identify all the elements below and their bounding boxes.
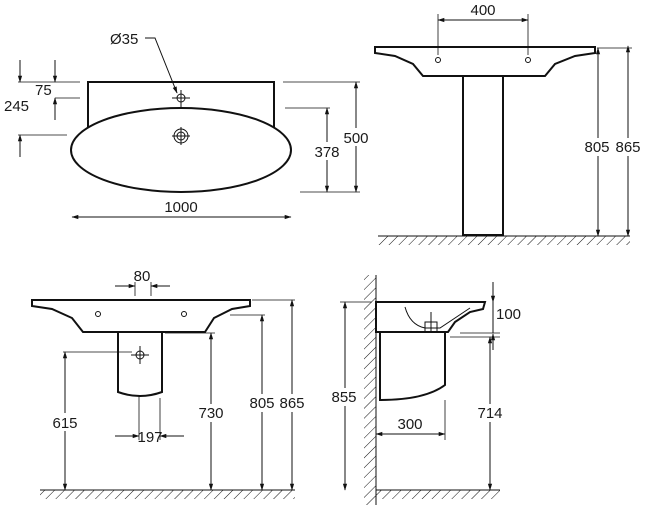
top-view: Ø35 75 245 1000 378 500 [4, 31, 371, 220]
front-semi-pedestal-view: 80 615 197 730 805 865 [31, 268, 307, 499]
basin-bowl [70, 107, 292, 193]
label-805: 805 [249, 395, 274, 412]
waste-outlet-icon [131, 346, 149, 364]
label-615: 615 [52, 415, 77, 432]
pedestal [462, 75, 504, 236]
label-245: 245 [4, 98, 29, 115]
label-197: 197 [137, 429, 162, 446]
label-300: 300 [397, 416, 422, 433]
semi-pedestal-side [379, 331, 446, 402]
label-714: 714 [477, 405, 502, 422]
label-855: 855 [331, 389, 356, 406]
label-378: 378 [314, 144, 339, 161]
front-pedestal-view: 400 805 865 [374, 2, 643, 245]
drain-icon [172, 127, 190, 145]
label-805: 805 [584, 139, 609, 156]
basin-front [31, 299, 251, 333]
label-depth: 500 [343, 130, 368, 147]
label-width: 1000 [164, 199, 197, 216]
label-730: 730 [198, 405, 223, 422]
label-865: 865 [279, 395, 304, 412]
label-80: 80 [134, 268, 151, 285]
tap-hole-icon [172, 90, 190, 108]
label-tap-spacing: 400 [470, 2, 495, 19]
bowl-profile [404, 306, 471, 329]
label-75: 75 [35, 82, 52, 99]
label-865: 865 [615, 139, 640, 156]
basin-front [374, 46, 596, 77]
side-view: 855 100 714 300 [328, 275, 521, 505]
label-hole-diameter: Ø35 [110, 31, 138, 48]
label-100: 100 [496, 306, 521, 323]
